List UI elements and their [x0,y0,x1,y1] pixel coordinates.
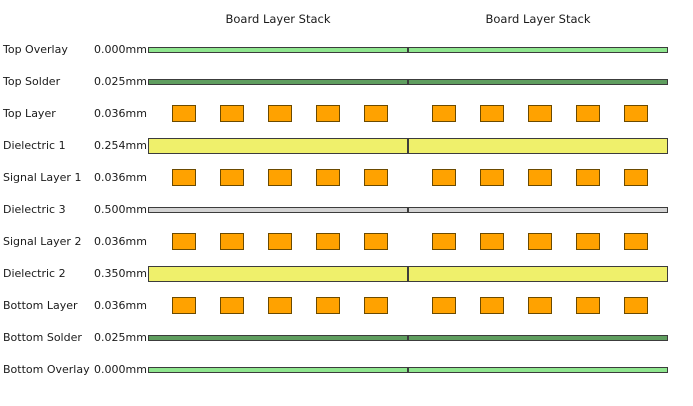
layer-row[interactable]: Dielectric 3 0.500mm [0,194,693,226]
copper-pad [528,169,552,186]
copper-pad [432,297,456,314]
panel-divider [407,138,409,154]
copper-pad [624,297,648,314]
copper-pad [480,297,504,314]
copper-pad [316,169,340,186]
copper-pad [624,169,648,186]
layer-row[interactable]: Signal Layer 1 0.036mm [0,162,693,194]
layer-name: Signal Layer 2 [3,235,82,248]
panel-divider [407,367,409,373]
copper-pad [172,105,196,122]
copper-pad [528,233,552,250]
copper-pad [432,233,456,250]
copper-pad [576,169,600,186]
layer-row[interactable]: Top Solder 0.025mm [0,66,693,98]
panel-title-left: Board Layer Stack [225,12,331,26]
layer-thickness: 0.036mm [94,235,147,248]
copper-pad [316,233,340,250]
panel-title-right: Board Layer Stack [485,12,591,26]
copper-pad [268,105,292,122]
copper-pad [364,105,388,122]
layer-row[interactable]: Top Overlay 0.000mm [0,34,693,66]
copper-pad [172,233,196,250]
copper-pad [316,297,340,314]
layer-name: Bottom Solder [3,331,82,344]
copper-pad [576,105,600,122]
copper-pad [432,105,456,122]
copper-pad [480,233,504,250]
layer-row[interactable]: Bottom Layer 0.036mm [0,290,693,322]
layer-name: Top Overlay [3,43,68,56]
copper-pad [220,169,244,186]
layer-thickness: 0.254mm [94,139,147,152]
layer-row[interactable]: Bottom Overlay 0.000mm [0,354,693,386]
layer-name: Dielectric 1 [3,139,66,152]
copper-pad [432,169,456,186]
layer-name: Top Solder [3,75,61,88]
layer-name: Signal Layer 1 [3,171,82,184]
copper-pad [364,297,388,314]
layer-name: Dielectric 3 [3,203,66,216]
copper-pad [528,297,552,314]
layer-name: Bottom Layer [3,299,78,312]
copper-pad [316,105,340,122]
layer-thickness: 0.036mm [94,107,147,120]
copper-pad [528,105,552,122]
layer-row[interactable]: Signal Layer 2 0.036mm [0,226,693,258]
copper-pad [268,297,292,314]
layer-row[interactable]: Top Layer 0.036mm [0,98,693,130]
layer-row[interactable]: Dielectric 2 0.350mm [0,258,693,290]
layer-thickness: 0.025mm [94,331,147,344]
copper-pad [624,233,648,250]
layer-name: Bottom Overlay [3,363,90,376]
copper-pad [576,233,600,250]
layer-name: Dielectric 2 [3,267,66,280]
layer-name: Top Layer [3,107,56,120]
layer-thickness: 0.036mm [94,171,147,184]
copper-pad [480,105,504,122]
copper-pad [172,169,196,186]
panel-divider [407,335,409,341]
copper-pad [268,233,292,250]
layer-row[interactable]: Dielectric 1 0.254mm [0,130,693,162]
panel-divider [407,47,409,53]
copper-pad [364,169,388,186]
copper-pad [576,297,600,314]
copper-pad [624,105,648,122]
copper-pad [480,169,504,186]
layer-thickness: 0.036mm [94,299,147,312]
panel-divider [407,266,409,282]
copper-pad [268,169,292,186]
layer-thickness: 0.500mm [94,203,147,216]
layer-thickness: 0.025mm [94,75,147,88]
layer-thickness: 0.350mm [94,267,147,280]
layer-thickness: 0.000mm [94,43,147,56]
copper-pad [220,233,244,250]
copper-pad [220,297,244,314]
copper-pad [220,105,244,122]
copper-pad [364,233,388,250]
panel-divider [407,207,409,213]
panel-divider [407,79,409,85]
layer-thickness: 0.000mm [94,363,147,376]
layer-row[interactable]: Bottom Solder 0.025mm [0,322,693,354]
copper-pad [172,297,196,314]
